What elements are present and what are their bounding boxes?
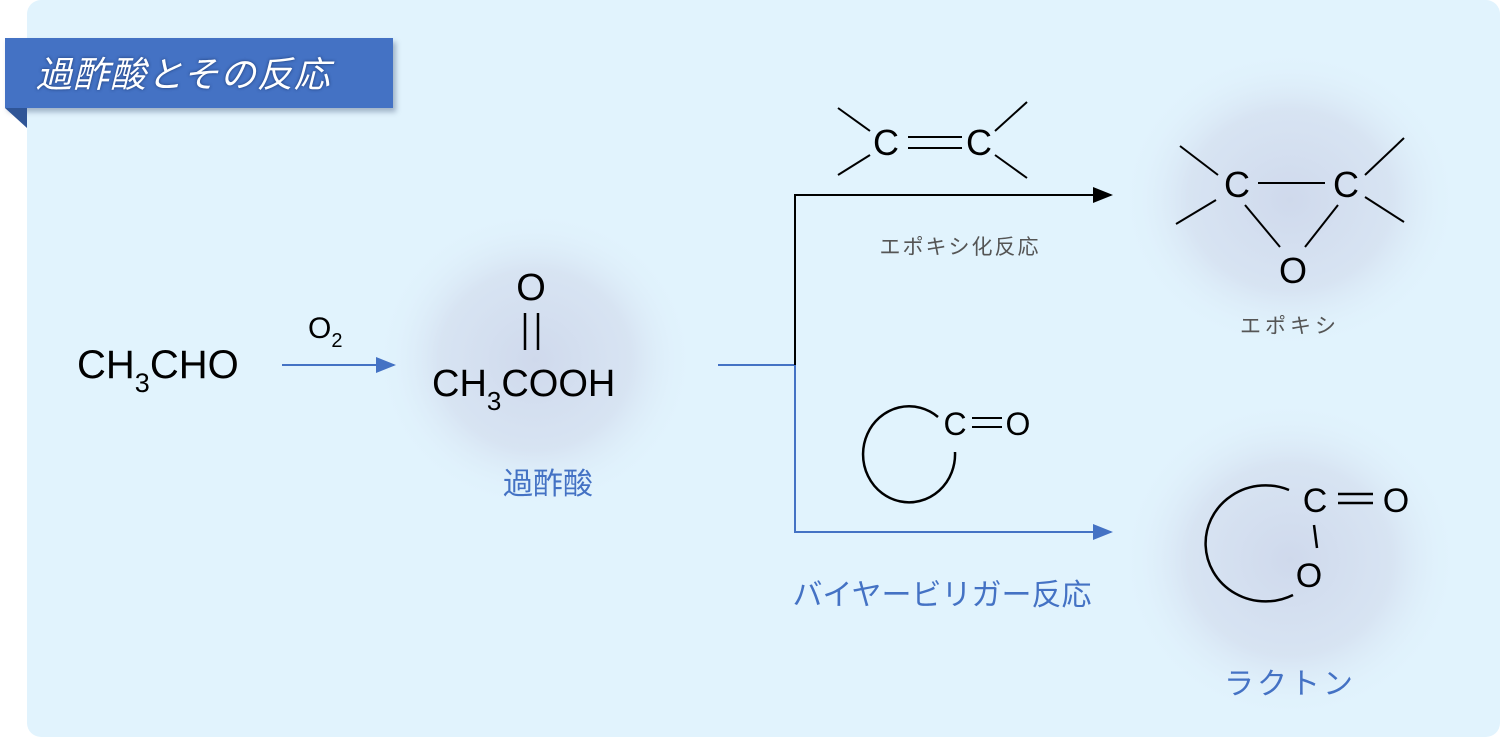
lactone-label: ラクトン: [1224, 667, 1356, 702]
banner-fold: [5, 108, 27, 128]
epoxide-structure: [1175, 137, 1405, 248]
peracid-carbonyl-o: O: [516, 267, 546, 309]
alkene-c1: C: [873, 122, 899, 163]
reagent-o2: O2: [308, 312, 342, 352]
peracid-glow: [375, 210, 695, 510]
title-banner: [5, 38, 393, 108]
alkene-c2: C: [966, 122, 992, 163]
epoxidation-label: エポキシ化反応: [880, 235, 1041, 259]
alkene-structure: [837, 101, 1028, 179]
epoxide-glow: [1120, 50, 1460, 350]
ketone-o: O: [1006, 406, 1031, 442]
ketone-c: C: [943, 406, 966, 442]
lactone-ring: [1204, 484, 1294, 603]
baeyer-villiger-label: バイヤービリガー反応: [792, 578, 1091, 613]
lactone-glow: [1120, 400, 1460, 720]
peracid-label: 過酢酸: [503, 467, 593, 502]
epoxide-c2: C: [1333, 164, 1359, 205]
epoxide-o: O: [1279, 250, 1307, 291]
single-bond: [1312, 524, 1319, 549]
title: 過酢酸とその反応: [36, 55, 331, 96]
epoxide-label: エポキシ: [1240, 314, 1340, 338]
epoxide-c1: C: [1224, 164, 1250, 205]
epoxidation-arrow: [794, 187, 1113, 365]
lactone-c: C: [1303, 482, 1328, 520]
reactant-formula: CH3CHO: [77, 343, 239, 398]
peracid-formula: CH3COOH: [432, 363, 615, 416]
baeyer-villiger-arrow: [794, 365, 1113, 540]
lactone-ring-o: O: [1296, 557, 1322, 595]
ketone-ring: [861, 405, 957, 504]
lactone-carbonyl-o: O: [1383, 482, 1409, 520]
